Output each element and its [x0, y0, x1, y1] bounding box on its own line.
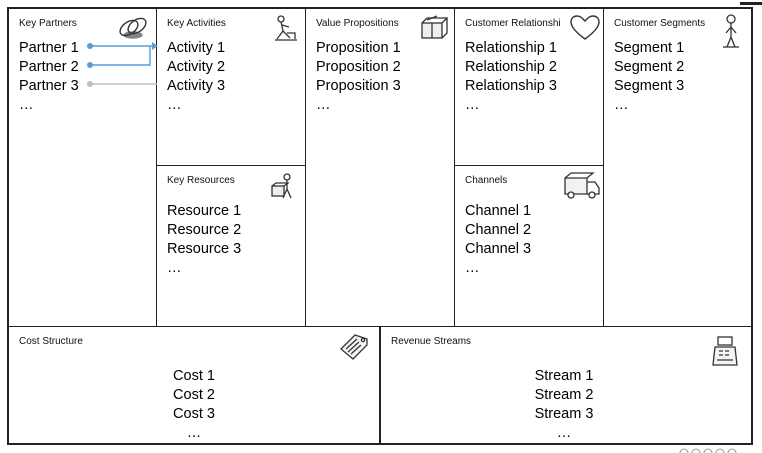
list-item: …: [167, 97, 182, 113]
list-item: Cost 1: [173, 368, 215, 384]
list-item: Resource 1: [167, 203, 242, 219]
list-item: Cost 3: [173, 406, 215, 422]
list-item: Segment 1: [614, 40, 685, 56]
delivery-truck-icon: [561, 170, 601, 200]
list-item: …: [186, 425, 202, 441]
items-list: Segment 1 Segment 2 Segment 3 …: [614, 39, 684, 115]
items-list: Partner 1 Partner 2 Partner 3 …: [19, 39, 79, 115]
block-title: Channels: [465, 175, 508, 186]
block-channels[interactable]: Channels Channel 1 Channel 2 Channel 3 …: [455, 166, 604, 327]
block-revenue-streams[interactable]: Revenue Streams Stream 1 Stream 2 Stream…: [380, 327, 751, 443]
list-item: Segment 2: [614, 59, 685, 75]
gift-box-icon: [415, 13, 449, 43]
block-title: Key Resources: [167, 175, 235, 186]
list-item: Proposition 1: [316, 40, 401, 56]
list-item: …: [465, 260, 480, 276]
list-item: Activity 2: [167, 59, 226, 75]
block-title: Customer Segments: [614, 18, 706, 29]
list-item: …: [316, 97, 331, 113]
list-item: Proposition 2: [316, 59, 401, 75]
list-item: Stream 1: [534, 368, 594, 384]
items-list: Stream 1 Stream 2 Stream 3 …: [529, 367, 599, 443]
block-title: Value Propositions: [316, 18, 399, 29]
list-item: Stream 2: [534, 387, 594, 403]
list-item: Relationship 2: [465, 59, 557, 75]
list-item: Relationship 3: [465, 78, 557, 94]
block-title: Key Partners: [19, 18, 77, 29]
list-item: …: [167, 260, 182, 276]
items-list: Activity 1 Activity 2 Activity 3 …: [167, 39, 225, 115]
person-standing-icon: [718, 13, 744, 49]
list-item: Channel 3: [465, 241, 532, 257]
list-item: Resource 2: [167, 222, 242, 238]
list-item: Channel 1: [465, 203, 532, 219]
items-list: Relationship 1 Relationship 2 Relationsh…: [465, 39, 557, 115]
list-item: Channel 2: [465, 222, 532, 238]
list-item: …: [19, 97, 34, 113]
list-item: Stream 3: [534, 406, 594, 422]
price-tag-icon: [337, 331, 371, 361]
items-list: Resource 1 Resource 2 Resource 3 …: [167, 202, 241, 278]
block-customer-segments[interactable]: Customer Segments Segment 1 Segment 2 Se…: [604, 9, 751, 327]
chain-link-icon: [116, 13, 150, 43]
top-edge-line: [740, 2, 762, 5]
list-item: Partner 1: [19, 40, 79, 56]
cash-register-icon: [709, 333, 741, 369]
items-list: Channel 1 Channel 2 Channel 3 …: [465, 202, 531, 278]
list-item: …: [614, 97, 629, 113]
block-title: Customer Relationshi: [465, 18, 561, 29]
block-cost-structure[interactable]: Cost Structure Cost 1 Cost 2 Cost 3 …: [9, 327, 380, 443]
page-marks: [679, 448, 737, 453]
heart-icon: [568, 13, 602, 43]
list-item: …: [465, 97, 480, 113]
list-item: Partner 2: [19, 59, 79, 75]
block-title: Key Activities: [167, 18, 226, 29]
person-with-box-icon: [267, 172, 301, 202]
list-item: Activity 1: [167, 40, 226, 56]
list-item: …: [556, 425, 572, 441]
block-title: Cost Structure: [19, 336, 83, 347]
block-title: Revenue Streams: [391, 336, 472, 347]
block-key-partners[interactable]: Key Partners Partner 1 Partner 2 Partner…: [9, 9, 157, 327]
worker-icon: [267, 13, 301, 43]
list-item: Cost 2: [173, 387, 215, 403]
items-list: Proposition 1 Proposition 2 Proposition …: [316, 39, 401, 115]
block-value-propositions[interactable]: Value Propositions Proposition 1 Proposi…: [306, 9, 455, 327]
list-item: Resource 3: [167, 241, 242, 257]
items-list: Cost 1 Cost 2 Cost 3 …: [169, 367, 219, 443]
list-item: Partner 3: [19, 78, 79, 94]
list-item: Activity 3: [167, 78, 226, 94]
block-key-activities[interactable]: Key Activities Activity 1 Activity 2 Act…: [157, 9, 306, 166]
canvas-frame: Key Partners Partner 1 Partner 2 Partner…: [7, 7, 753, 445]
list-item: Segment 3: [614, 78, 685, 94]
list-item: Relationship 1: [465, 40, 557, 56]
list-item: Proposition 3: [316, 78, 401, 94]
block-key-resources[interactable]: Key Resources Resource 1 Resource 2 Reso…: [157, 166, 306, 327]
block-customer-relationships[interactable]: Customer Relationshi Relationship 1 Rela…: [455, 9, 604, 166]
